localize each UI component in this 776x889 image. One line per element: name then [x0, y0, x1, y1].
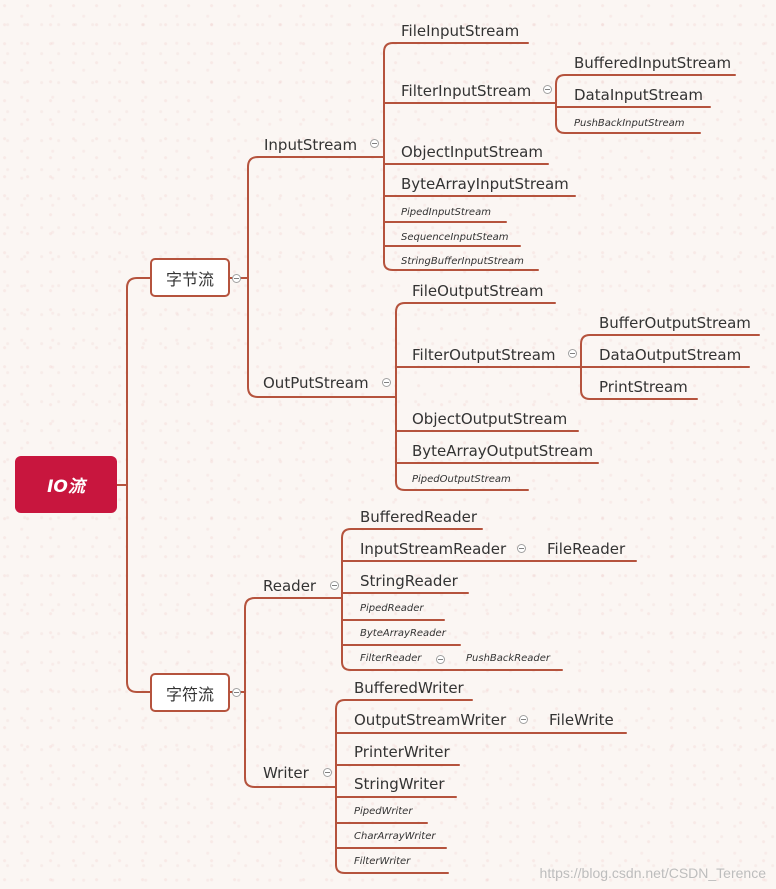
pushbackreader-node[interactable]: PushBackReader — [466, 653, 551, 664]
dataoutputstream-node[interactable]: DataOutputStream — [599, 346, 742, 364]
filewrite-node[interactable]: FileWrite — [549, 711, 614, 729]
root-node[interactable]: IO流 — [15, 456, 117, 513]
collapse-icon[interactable] — [543, 85, 552, 94]
filereader-node[interactable]: FileReader — [547, 540, 626, 558]
stringbufferinputstream-node[interactable]: StringBufferInputStream — [401, 256, 524, 267]
byte-stream-node[interactable]: 字节流 — [150, 258, 230, 297]
reader-node[interactable]: Reader — [263, 577, 317, 595]
printerwriter-node[interactable]: PrinterWriter — [354, 743, 450, 761]
collapse-icon[interactable] — [436, 655, 445, 664]
inputstreamreader-node[interactable]: InputStreamReader — [360, 540, 507, 558]
writer-node[interactable]: Writer — [263, 764, 309, 782]
bytearrayreader-node[interactable]: ByteArrayReader — [360, 628, 446, 639]
filterinputstream-node[interactable]: FilterInputStream — [401, 82, 532, 100]
outputstreamwriter-node[interactable]: OutputStreamWriter — [354, 711, 507, 729]
fileoutputstream-node[interactable]: FileOutputStream — [412, 282, 544, 300]
collapse-icon[interactable] — [517, 544, 526, 553]
pipedinputstream-node[interactable]: PipedInputStream — [401, 207, 491, 218]
fileinputstream-node[interactable]: FileInputStream — [401, 22, 520, 40]
watermark: https://blog.csdn.net/CSDN_Terence — [539, 865, 766, 881]
pipedwriter-node[interactable]: PipedWriter — [354, 806, 413, 817]
filteroutputstream-node[interactable]: FilterOutputStream — [412, 346, 556, 364]
inputstream-node[interactable]: InputStream — [264, 136, 358, 154]
bufferoutputstream-node[interactable]: BufferOutputStream — [599, 314, 751, 332]
stringreader-node[interactable]: StringReader — [360, 572, 458, 590]
collapse-icon[interactable] — [382, 378, 391, 387]
chararraywriter-node[interactable]: CharArrayWriter — [354, 831, 436, 842]
collapse-icon[interactable] — [232, 688, 241, 697]
datainputstream-node[interactable]: DataInputStream — [574, 86, 703, 104]
filterwriter-node[interactable]: FilterWriter — [354, 856, 411, 867]
collapse-icon[interactable] — [232, 274, 241, 283]
stringwriter-node[interactable]: StringWriter — [354, 775, 445, 793]
printstream-node[interactable]: PrintStream — [599, 378, 688, 396]
collapse-icon[interactable] — [370, 139, 379, 148]
collapse-icon[interactable] — [568, 349, 577, 358]
bufferedinputstream-node[interactable]: BufferedInputStream — [574, 54, 732, 72]
pipedoutputstream-node[interactable]: PipedOutputStream — [412, 474, 511, 485]
objectoutputstream-node[interactable]: ObjectOutputStream — [412, 410, 568, 428]
char-stream-node[interactable]: 字符流 — [150, 673, 230, 712]
sequenceinputstream-node[interactable]: SequenceInputSteam — [401, 232, 509, 243]
collapse-icon[interactable] — [323, 768, 332, 777]
collapse-icon[interactable] — [519, 715, 528, 724]
bufferedreader-node[interactable]: BufferedReader — [360, 508, 478, 526]
pushbackinputstream-node[interactable]: PushBackInputStream — [574, 118, 685, 129]
objectinputstream-node[interactable]: ObjectInputStream — [401, 143, 543, 161]
filterreader-node[interactable]: FilterReader — [360, 653, 422, 664]
pipedreader-node[interactable]: PipedReader — [360, 603, 424, 614]
outputstream-node[interactable]: OutPutStream — [263, 374, 369, 392]
collapse-icon[interactable] — [330, 581, 339, 590]
bufferedwriter-node[interactable]: BufferedWriter — [354, 679, 464, 697]
bytearrayinputstream-node[interactable]: ByteArrayInputStream — [401, 175, 569, 193]
bytearrayoutputstream-node[interactable]: ByteArrayOutputStream — [412, 442, 594, 460]
